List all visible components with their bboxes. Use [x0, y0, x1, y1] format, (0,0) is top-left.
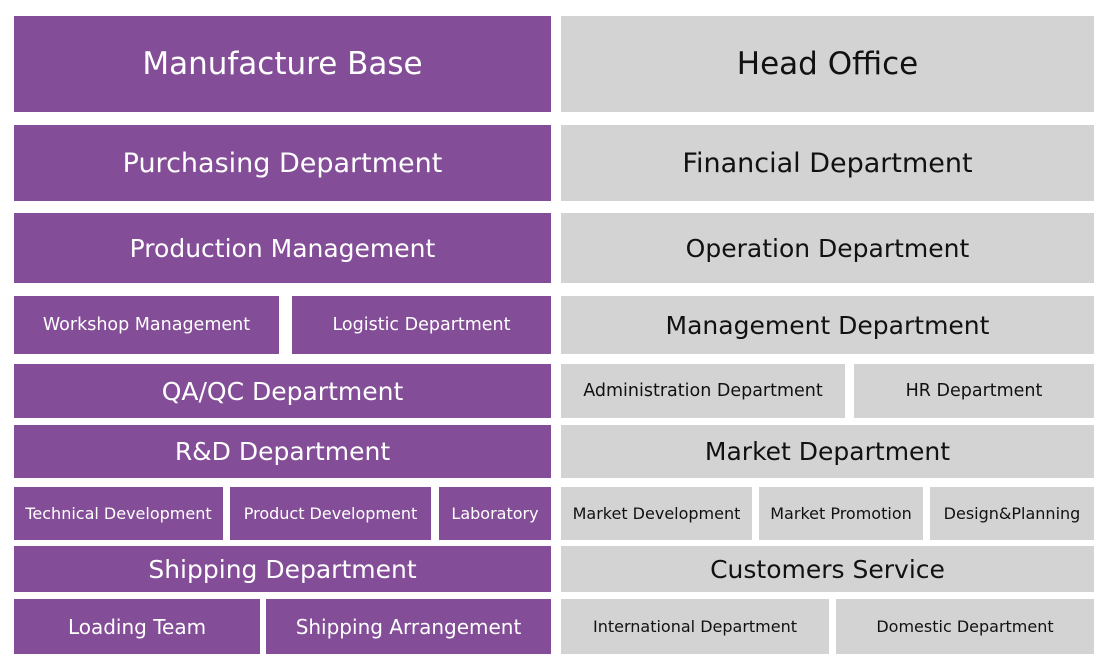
customers-service-box: Customers Service — [561, 546, 1094, 592]
administration-department-box: Administration Department — [561, 364, 845, 418]
domestic-department-box: Domestic Department — [836, 599, 1094, 654]
design-planning-box: Design&Planning — [930, 487, 1094, 540]
technical-development-box: Technical Development — [14, 487, 223, 540]
shipping-arrangement-box: Shipping Arrangement — [266, 599, 551, 654]
production-management-box: Production Management — [14, 213, 551, 283]
shipping-department-box: Shipping Department — [14, 546, 551, 592]
workshop-management-box: Workshop Management — [14, 296, 279, 354]
financial-department-box: Financial Department — [561, 125, 1094, 201]
head-office-box: Head Office — [561, 16, 1094, 112]
loading-team-box: Loading Team — [14, 599, 260, 654]
qaqc-department-box: QA/QC Department — [14, 364, 551, 418]
logistic-department-box: Logistic Department — [292, 296, 551, 354]
product-development-box: Product Development — [230, 487, 431, 540]
laboratory-box: Laboratory — [439, 487, 551, 540]
purchasing-department-box: Purchasing Department — [14, 125, 551, 201]
market-promotion-box: Market Promotion — [759, 487, 923, 540]
market-department-box: Market Department — [561, 425, 1094, 478]
rnd-department-box: R&D Department — [14, 425, 551, 478]
operation-department-box: Operation Department — [561, 213, 1094, 283]
hr-department-box: HR Department — [854, 364, 1094, 418]
international-department-box: International Department — [561, 599, 829, 654]
market-development-box: Market Development — [561, 487, 752, 540]
management-department-box: Management Department — [561, 296, 1094, 354]
manufacture-base-box: Manufacture Base — [14, 16, 551, 112]
